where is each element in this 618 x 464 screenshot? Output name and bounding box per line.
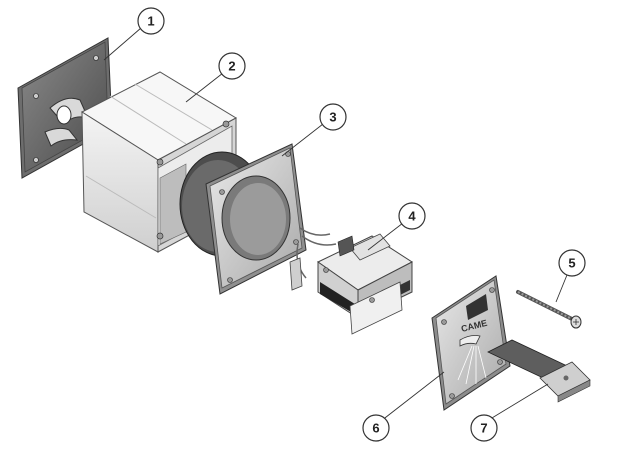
callout-5-label: 5 bbox=[568, 256, 575, 271]
callout-3: 3 bbox=[319, 103, 347, 131]
callout-4: 4 bbox=[398, 202, 426, 230]
callout-2: 2 bbox=[218, 52, 246, 80]
part-3-front-frame bbox=[179, 143, 307, 295]
callout-6: 6 bbox=[362, 414, 390, 442]
part-4-electronic-module bbox=[289, 227, 413, 335]
callout-3-label: 3 bbox=[329, 110, 336, 125]
part-6-cover-plate: CAME bbox=[431, 275, 511, 411]
part-5-screw bbox=[516, 290, 582, 329]
callout-2-label: 2 bbox=[228, 59, 235, 74]
callout-7-label: 7 bbox=[480, 421, 487, 436]
callout-1: 1 bbox=[137, 7, 165, 35]
callout-6-label: 6 bbox=[372, 421, 379, 436]
callout-4-label: 4 bbox=[408, 209, 416, 224]
callout-5: 5 bbox=[558, 249, 586, 277]
part-7-ribbon-connector bbox=[487, 339, 591, 403]
callout-7: 7 bbox=[470, 414, 498, 442]
part-1-wall-plate bbox=[17, 37, 113, 179]
callout-1-label: 1 bbox=[147, 14, 154, 29]
